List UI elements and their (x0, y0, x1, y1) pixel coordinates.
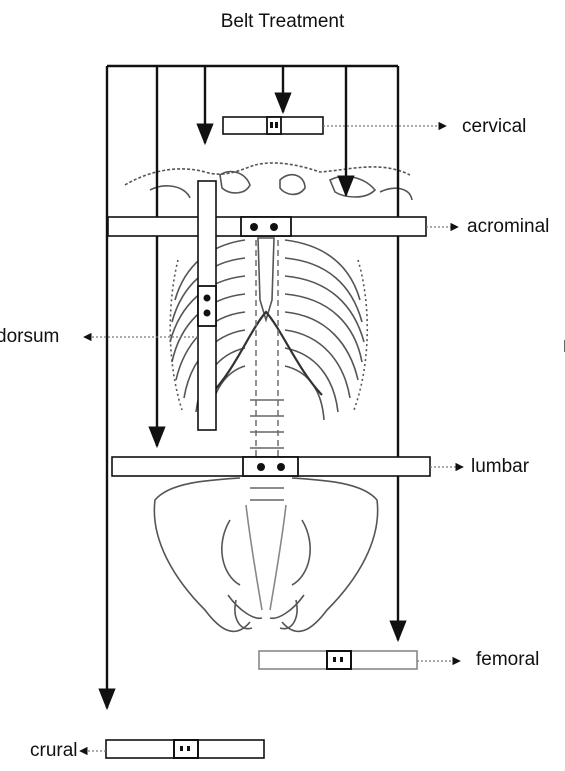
label-lumbar: lumbar (471, 457, 529, 476)
belt-cervical (223, 117, 323, 134)
pelvis (154, 478, 377, 631)
belt-acrominal (108, 217, 426, 236)
sternum (258, 238, 274, 320)
belt-dorsum (198, 181, 216, 430)
label-femoral: femoral (476, 650, 539, 669)
shoulder-girdle (125, 163, 412, 200)
label-crural: crural (30, 741, 78, 760)
rib-cage-right (285, 240, 367, 420)
belt-lumbar (112, 457, 430, 476)
belt-femoral (259, 651, 417, 669)
label-dorsum: dorsum (0, 327, 59, 346)
belt-crural (106, 740, 264, 758)
costal-arch (210, 312, 322, 395)
frame-lines (107, 66, 398, 708)
diagram-title: Belt Treatment (0, 12, 565, 31)
label-acrominal: acrominal (467, 217, 549, 236)
label-cervical: cervical (462, 117, 526, 136)
belts (106, 117, 430, 758)
